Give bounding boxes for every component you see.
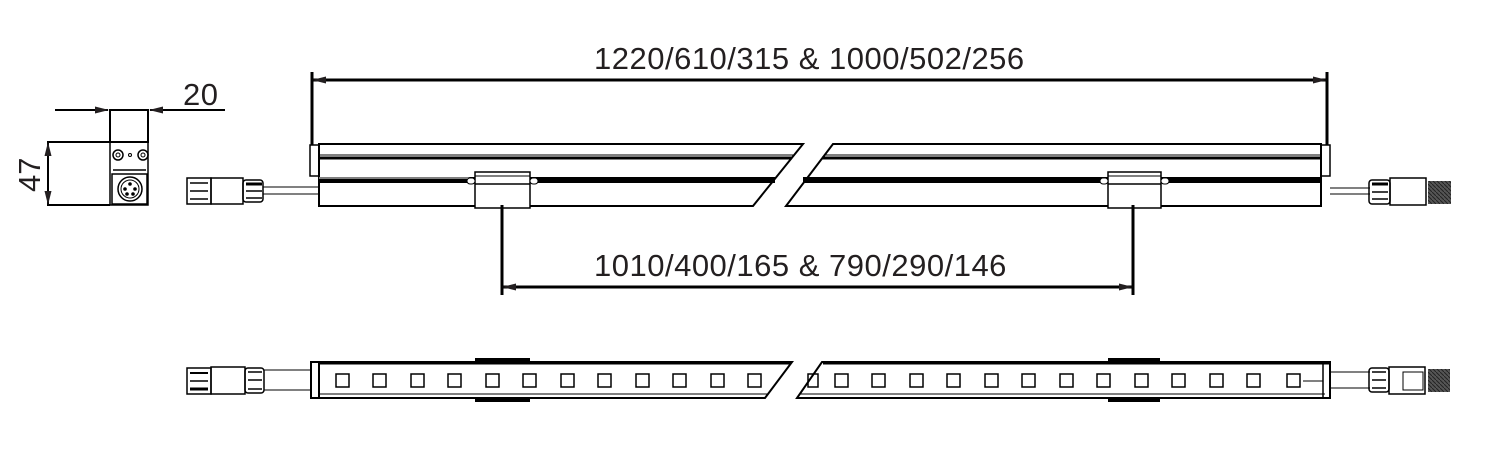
end-height-label: 47	[12, 157, 47, 192]
bar-body-left	[318, 143, 806, 207]
end-width-label: 20	[183, 77, 219, 112]
front-bracket-right-top	[1108, 358, 1160, 362]
screw-icon	[112, 149, 124, 161]
end-view	[44, 106, 225, 206]
right-connector-icon	[1330, 177, 1451, 206]
led-row-right	[807, 373, 1301, 388]
side-view	[186, 72, 1451, 295]
bar-body-right	[783, 143, 1322, 207]
bracket-spacing-label: 1010/400/165 & 790/290/146	[594, 248, 1007, 283]
front-body-right	[795, 361, 1331, 399]
mounting-bracket-right	[1099, 171, 1170, 209]
front-bracket-left-top	[475, 358, 530, 362]
end-cap-body	[109, 141, 149, 206]
thread-icon	[1428, 181, 1451, 204]
front-left-connector-icon	[186, 366, 311, 395]
front-body-left	[318, 361, 794, 399]
led-chip-icon	[335, 373, 350, 388]
mounting-bracket-left	[466, 171, 539, 209]
left-connector-icon	[186, 177, 320, 205]
overall-length-label: 1220/610/315 & 1000/502/256	[594, 41, 1025, 76]
end-cap-top	[109, 109, 149, 143]
led-row-left	[335, 373, 762, 388]
screw-icon	[137, 149, 149, 161]
front-right-connector-icon	[1330, 366, 1450, 395]
front-view	[186, 358, 1450, 402]
connector-socket-icon	[117, 176, 143, 202]
thread-icon	[1428, 369, 1450, 392]
